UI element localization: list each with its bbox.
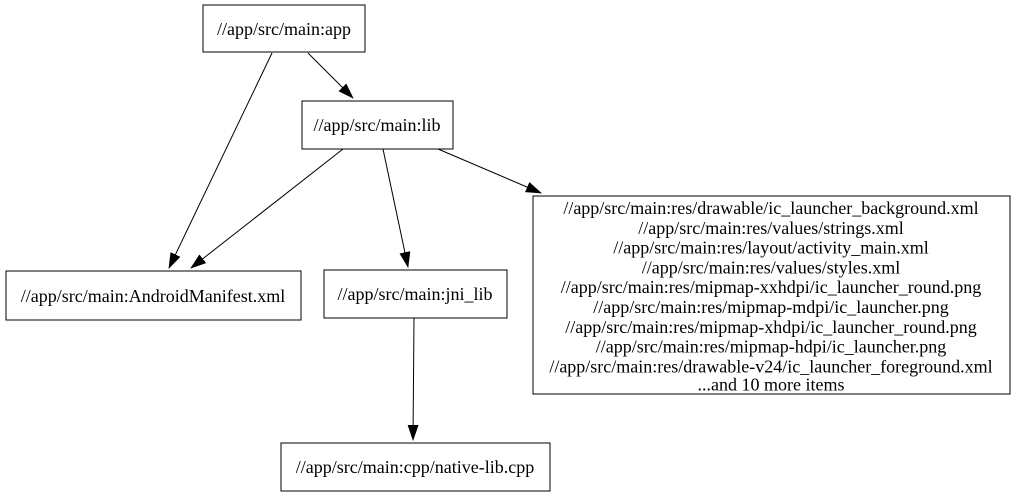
node-resources-line: //app/src/main:res/drawable/ic_launcher_… bbox=[563, 198, 978, 218]
node-resources: //app/src/main:res/drawable/ic_launcher_… bbox=[532, 195, 1011, 395]
node-native-lib-cpp-label: //app/src/main:cpp/native-lib.cpp bbox=[296, 457, 534, 477]
node-native-lib-cpp-box bbox=[280, 442, 551, 492]
node-resources-box bbox=[532, 195, 1011, 395]
node-lib: //app/src/main:lib bbox=[301, 100, 454, 150]
node-resources-line: //app/src/main:res/values/styles.xml bbox=[642, 257, 900, 277]
node-jni-lib-box bbox=[323, 269, 508, 319]
node-lib-box bbox=[301, 100, 454, 150]
node-android-manifest-label: //app/src/main:AndroidManifest.xml bbox=[21, 286, 285, 306]
node-native-lib-cpp: //app/src/main:cpp/native-lib.cpp bbox=[280, 442, 551, 492]
node-jni-lib: //app/src/main:jni_lib bbox=[323, 269, 508, 319]
node-app-label: //app/src/main:app bbox=[217, 19, 351, 39]
node-resources-line: //app/src/main:res/layout/activity_main.… bbox=[613, 238, 928, 258]
node-app-box bbox=[202, 4, 366, 53]
node-resources-line: //app/src/main:res/mipmap-hdpi/ic_launch… bbox=[596, 337, 946, 357]
node-jni-lib-label: //app/src/main:jni_lib bbox=[338, 284, 493, 304]
node-resources-line: //app/src/main:res/mipmap-xxhdpi/ic_laun… bbox=[561, 277, 981, 297]
edge-app-to-androidmanifest bbox=[168, 52, 273, 269]
edge-lib-to-jnilib bbox=[382, 148, 411, 268]
edge-lib-to-resources bbox=[437, 148, 542, 194]
node-resources-line: //app/src/main:res/mipmap-mdpi/ic_launch… bbox=[593, 297, 948, 317]
node-resources-line: //app/src/main:res/values/strings.xml bbox=[638, 218, 903, 238]
edge-jnilib-to-nativelib bbox=[407, 317, 419, 441]
node-android-manifest-box bbox=[5, 270, 302, 321]
node-resources-line: //app/src/main:res/mipmap-xhdpi/ic_launc… bbox=[565, 317, 976, 337]
edge-app-to-lib bbox=[307, 52, 354, 99]
edge-group bbox=[168, 52, 542, 441]
node-resources-line: ...and 10 more items bbox=[698, 375, 845, 395]
node-resources-line: //app/src/main:res/drawable-v24/ic_launc… bbox=[549, 356, 992, 376]
node-lib-label: //app/src/main:lib bbox=[314, 115, 441, 135]
node-app: //app/src/main:app bbox=[202, 4, 366, 53]
node-android-manifest: //app/src/main:AndroidManifest.xml bbox=[5, 270, 302, 321]
edge-lib-to-androidmanifest bbox=[190, 148, 344, 269]
